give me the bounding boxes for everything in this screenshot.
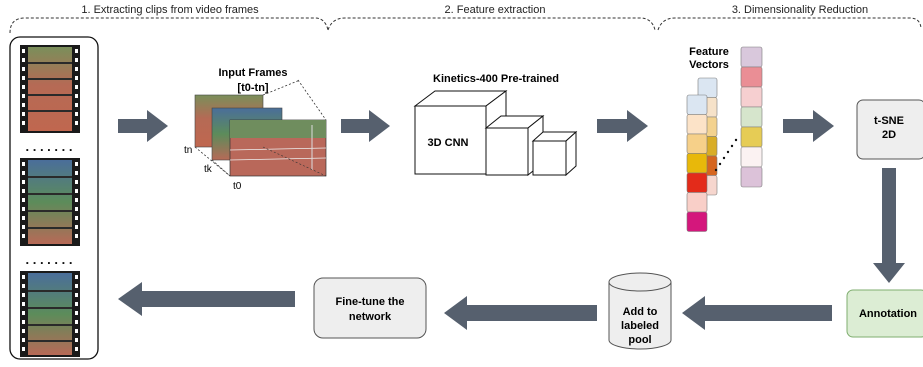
stage-2-bracket: [327, 17, 656, 31]
feature-vector-2-cell: [697, 77, 718, 98]
flow-arrows: [118, 110, 905, 330]
stage-3-title: 3. Dimensionality Reduction: [732, 4, 868, 16]
feature-vector-3-cell: [740, 66, 763, 88]
labeled-pool: Add to labeled pool: [608, 272, 672, 350]
frame-stack: [194, 79, 327, 177]
stage-header-1: 1. Extracting clips from video frames: [9, 4, 329, 34]
stage-1-bracket: [9, 17, 329, 34]
feature-vector-3-cell: [740, 146, 763, 168]
tsne-label-2: 2D: [882, 129, 896, 141]
feature-vector-1-cell: [686, 192, 708, 213]
arrow-features-to-tsne: [783, 110, 834, 142]
feature-vector-1-cell: [686, 133, 708, 154]
arrow-cnn-to-features: [597, 110, 648, 142]
feature-vector-3-cell: [740, 46, 763, 68]
feature-vector-3-cell: [740, 126, 763, 148]
arrow-pool-to-finetune: [444, 296, 597, 330]
feature-vector-3-cell: [740, 86, 763, 108]
feature-vector-1-cell: [686, 94, 708, 115]
pool-label-3: pool: [628, 334, 651, 346]
finetune-label-1: Fine-tune the: [335, 296, 404, 308]
tsne-label-1: t-SNE: [874, 115, 904, 127]
cnn-pretrained-label: Kinetics-400 Pre-trained: [433, 73, 559, 85]
time-label-t0: t0: [233, 181, 242, 192]
feature-vector-1-cell: [686, 172, 708, 193]
time-label-tn: tn: [184, 145, 192, 156]
input-frames-range: [t0-tn]: [237, 82, 268, 94]
arrow-tsne-to-annotation: [873, 168, 905, 283]
pool-label-1: Add to: [623, 306, 658, 318]
clips-ellipsis-1: . . . . . . .: [26, 139, 73, 154]
feature-vectors-label-2: Vectors: [689, 59, 729, 71]
feature-vector-1-cell: [686, 153, 708, 174]
feature-vector-1: [686, 94, 708, 232]
stage-header-2: 2. Feature extraction: [327, 4, 656, 31]
cnn-block: Kinetics-400 Pre-trained 3D CNN: [413, 73, 578, 177]
arrow-annotation-to-pool: [682, 296, 832, 330]
arrow-frames-to-cnn: [341, 110, 390, 142]
video-clips-panel: . . . . . . . . . . . . . .: [9, 36, 99, 360]
stage-2-title: 2. Feature extraction: [445, 4, 546, 16]
feature-vector-3: [740, 46, 763, 188]
arrow-finetune-to-clips: [118, 282, 295, 316]
arrow-clips-to-frames: [118, 110, 168, 142]
feature-vectors: Feature Vectors: [686, 46, 763, 232]
cnn-label: 3D CNN: [428, 137, 469, 149]
feature-vectors-label-1: Feature: [689, 46, 729, 58]
tsne-box: t-SNE 2D: [856, 99, 923, 160]
cnn-cube-small: [531, 130, 578, 177]
annotation-box: Annotation: [846, 289, 923, 338]
pool-label-2: labeled: [621, 320, 659, 332]
feature-vector-3-cell: [740, 106, 763, 128]
filmstrip-2: [20, 158, 80, 246]
feature-vector-3-cell: [740, 166, 763, 188]
annotation-label: Annotation: [859, 308, 917, 320]
input-frames-title: Input Frames: [218, 67, 287, 79]
finetune-label-2: network: [349, 311, 392, 323]
feature-vector-dots: [714, 138, 738, 172]
filmstrip-3: [20, 271, 80, 357]
stage-1-title: 1. Extracting clips from video frames: [81, 4, 259, 16]
filmstrip-1: [20, 45, 80, 133]
stage-header-3: 3. Dimensionality Reduction: [657, 4, 922, 31]
clips-ellipsis-2: . . . . . . .: [26, 252, 73, 267]
finetune-box: Fine-tune the network: [313, 277, 427, 339]
time-label-tk: tk: [204, 164, 213, 175]
feature-vector-1-cell: [686, 114, 708, 135]
stage-3-bracket: [657, 17, 922, 31]
input-frames: Input Frames [t0-tn] tn tk t0: [184, 67, 327, 192]
feature-vector-1-cell: [686, 211, 708, 232]
